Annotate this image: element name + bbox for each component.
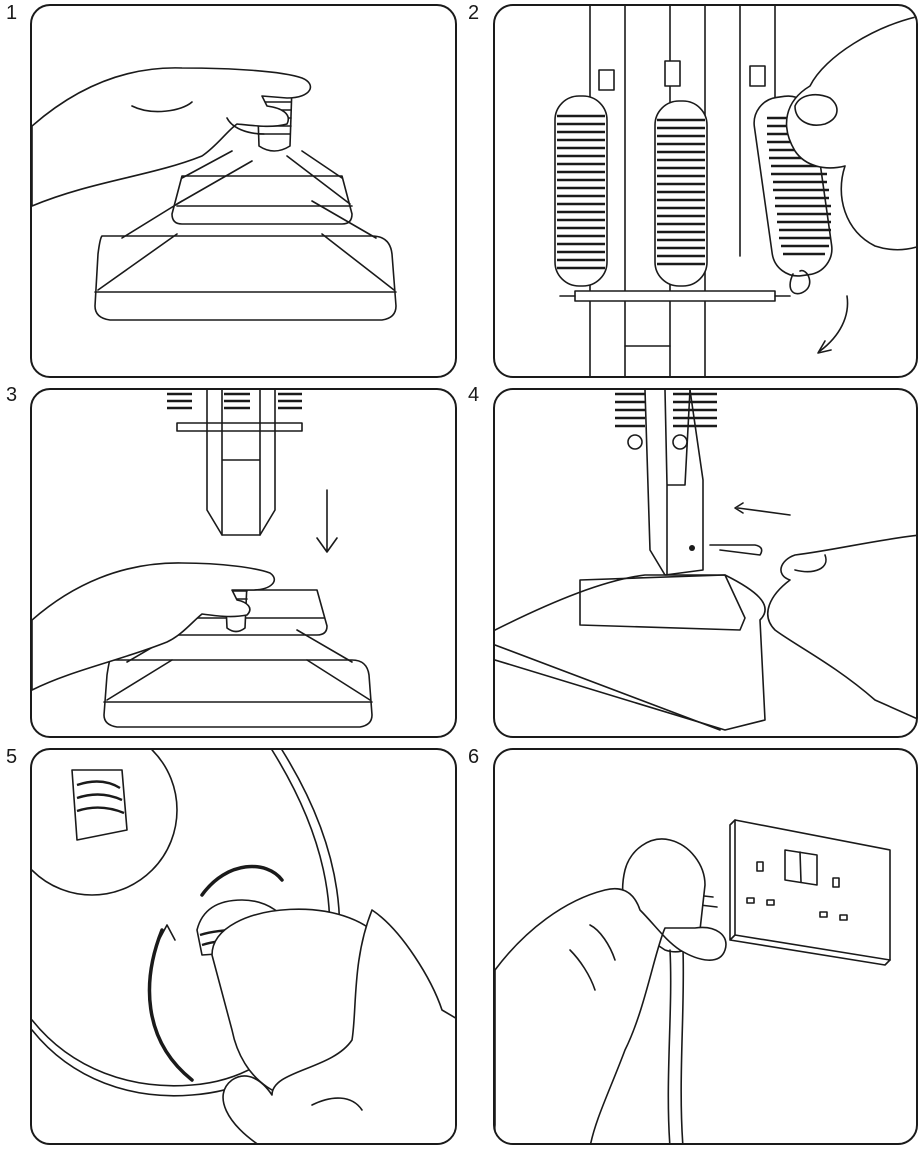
step-number-6: 6	[468, 747, 479, 767]
step-number-3: 3	[6, 385, 17, 405]
step-number-2: 2	[468, 3, 479, 23]
hex-key-screw-icon	[495, 390, 918, 738]
springs-arm-icon	[495, 6, 918, 378]
step-number-5: 5	[6, 747, 17, 767]
step-panel-5	[30, 748, 457, 1145]
lower-arm-onto-base-icon	[32, 390, 457, 738]
wall-socket-plug-icon	[495, 750, 918, 1145]
spindle-base-icon	[32, 6, 457, 378]
step-number-1: 1	[6, 3, 17, 23]
light-bulb-icon	[32, 750, 457, 1145]
step-panel-4	[493, 388, 918, 738]
step-number-4: 4	[468, 385, 479, 405]
step-panel-3	[30, 388, 457, 738]
step-panel-6	[493, 748, 918, 1145]
step-panel-1	[30, 4, 457, 378]
step-panel-2	[493, 4, 918, 378]
